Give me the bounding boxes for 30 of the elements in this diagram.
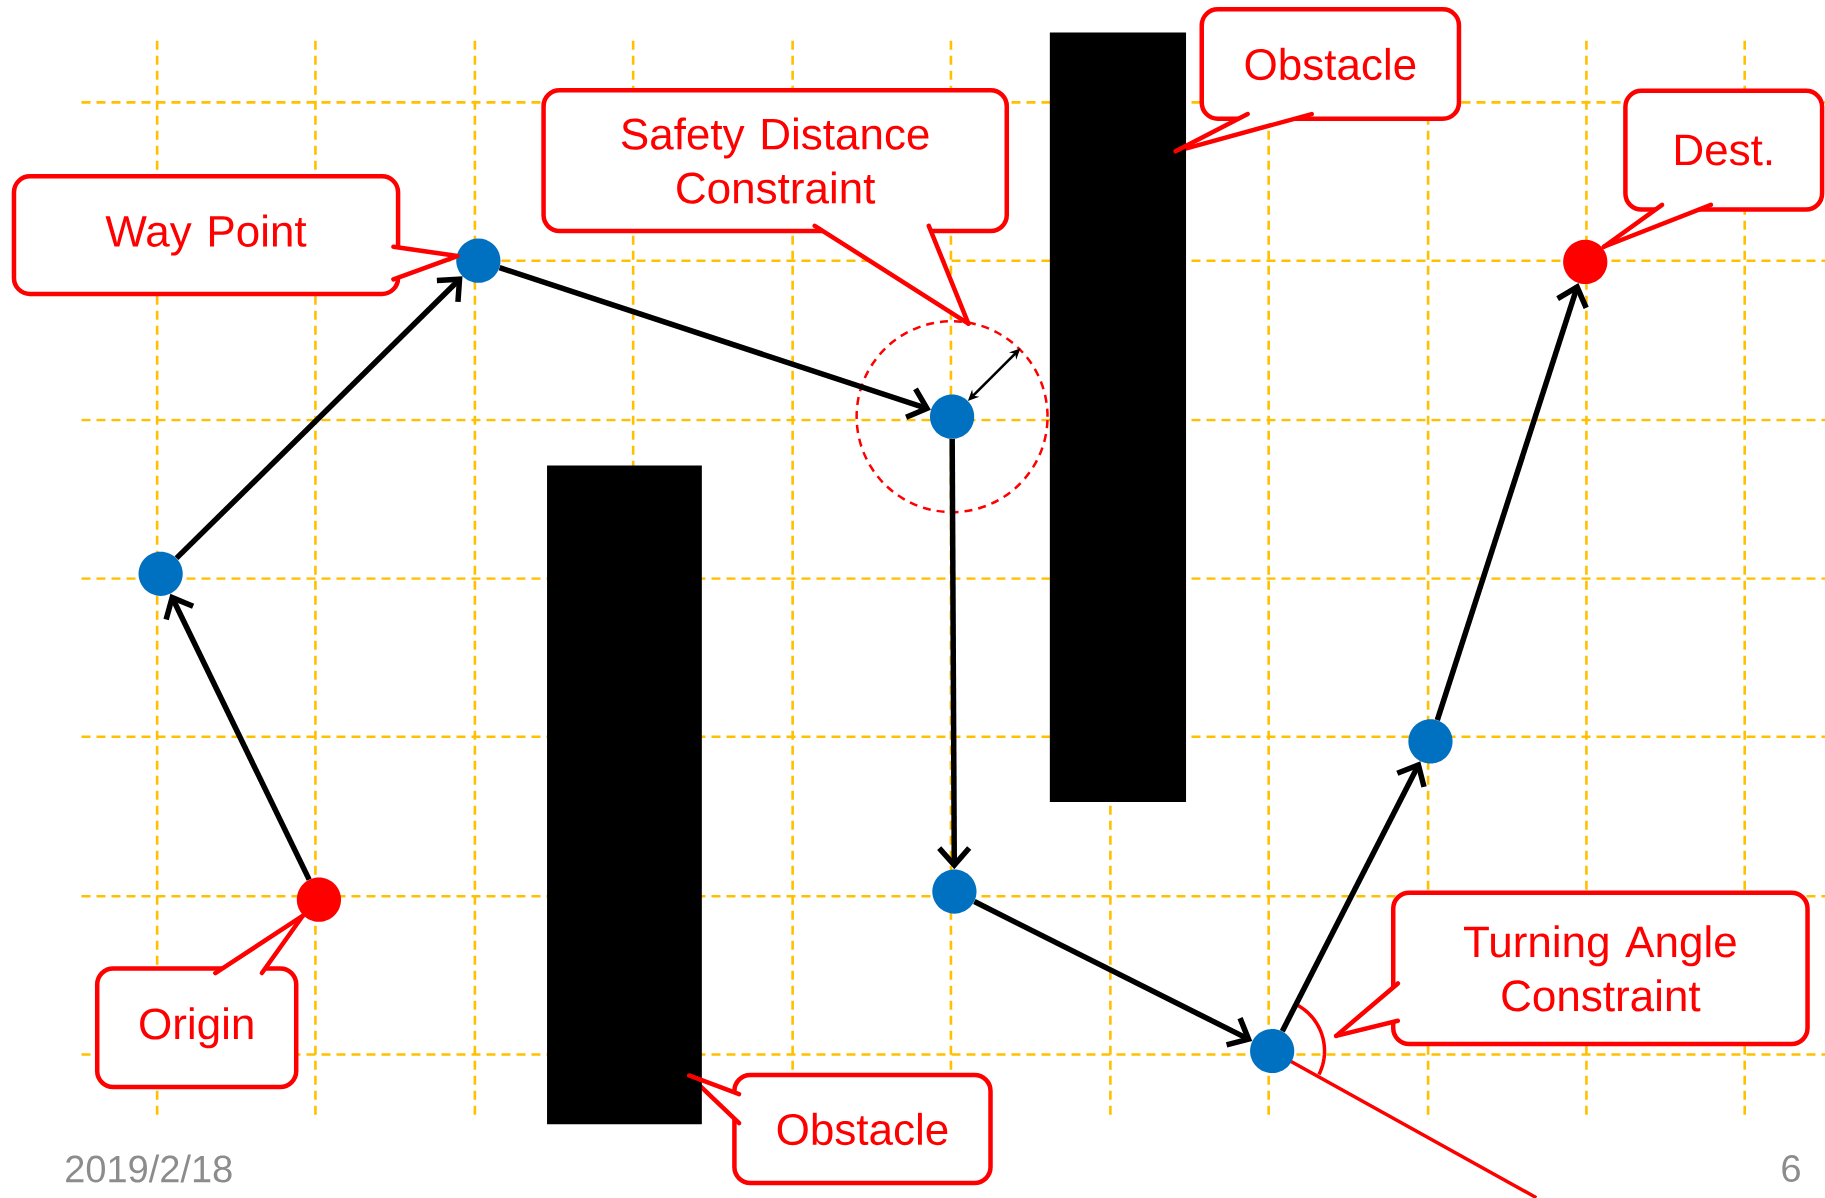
waypoint-dot xyxy=(138,551,183,596)
callout-box: Safety Distance Constraint xyxy=(541,87,1009,326)
waypoint-dot xyxy=(932,869,977,914)
safety-circle xyxy=(855,320,1049,514)
arrow xyxy=(1434,283,1589,722)
waypoint-dot xyxy=(1408,719,1453,764)
page-number: 6 xyxy=(1782,1155,1800,1182)
callout-box: Obstacle xyxy=(686,1072,993,1186)
arrow xyxy=(174,276,463,561)
callout-box: Obstacle xyxy=(1173,7,1462,154)
node-label: Dest. xyxy=(1676,134,1772,166)
waypoint-dot xyxy=(1250,1028,1295,1074)
waypoint-dot xyxy=(456,238,501,283)
node-label: Turning Angle Constraint xyxy=(1463,925,1736,1012)
obstacle-block xyxy=(1049,32,1187,802)
callout-box: Way Point xyxy=(11,174,460,297)
callout-box: Dest. xyxy=(1601,88,1825,249)
endpoint-dot xyxy=(296,877,341,922)
endpoint-dot xyxy=(1563,239,1608,284)
arrow xyxy=(937,438,972,870)
callout-box: Turning Angle Constraint xyxy=(1333,890,1810,1047)
arrow xyxy=(1279,761,1427,1033)
waypoint-dot xyxy=(930,394,975,439)
callout-box: Origin xyxy=(94,913,305,1090)
arrow xyxy=(498,265,931,420)
node-label: Obstacle xyxy=(777,1112,948,1146)
date-text: 2019/2/18 xyxy=(66,1154,232,1183)
obstacle-block xyxy=(547,465,702,1125)
arrow xyxy=(163,593,312,881)
arrow xyxy=(973,899,1253,1048)
